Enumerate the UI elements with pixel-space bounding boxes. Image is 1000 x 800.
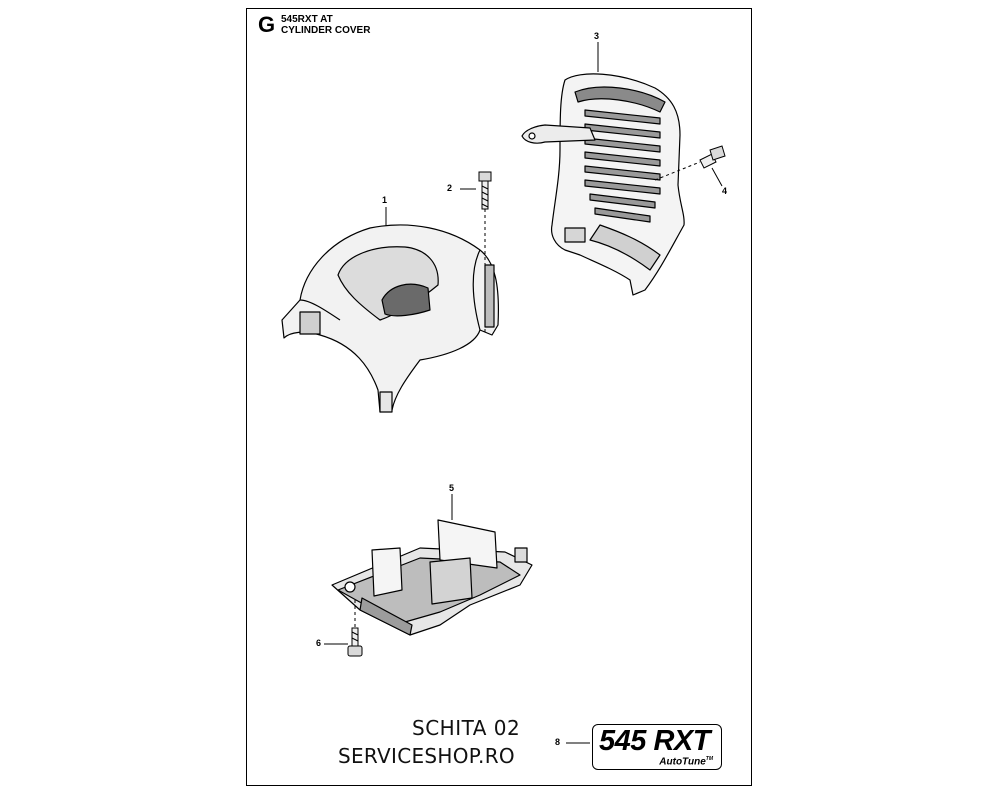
part-1-cylinder-cover	[281, 224, 499, 413]
shroud-cooling-fins	[584, 109, 661, 223]
cover-left-boss	[299, 311, 321, 335]
part-3-cylinder-shroud	[521, 73, 685, 296]
part-2-screw	[478, 171, 492, 335]
leader-lines	[324, 42, 723, 744]
cover-intake-opening	[381, 283, 431, 317]
shop-label: SERVICESHOP.RO	[338, 744, 515, 768]
shroud-mount-hole	[528, 132, 536, 140]
shroud-top-ribs	[574, 86, 666, 113]
part-8-model-decal: 545 RXT AutoTuneTM	[592, 724, 722, 770]
sheet-label: SCHITA 02	[412, 716, 521, 740]
callout-part-8: 8	[555, 737, 561, 747]
plate-fin-center	[429, 557, 473, 605]
shroud-lower-guard	[589, 224, 661, 271]
decal-autotune-text: AutoTuneTM	[659, 756, 713, 767]
plate-fin-right	[437, 519, 498, 569]
shroud-mount-arm	[521, 124, 596, 144]
cover-bottom-tab	[379, 391, 393, 413]
decal-trademark: TM	[705, 755, 713, 762]
callout-part-5: 5	[449, 483, 455, 493]
plate-front-edge	[359, 597, 413, 636]
model-name: 545RXT AT	[281, 14, 333, 25]
callout-part-2: 2	[447, 183, 453, 193]
cover-edge-left	[299, 299, 341, 321]
cover-right-flange	[484, 264, 495, 328]
section-letter: G	[258, 12, 276, 37]
callout-part-1: 1	[382, 195, 388, 205]
part-6-screw	[347, 600, 363, 657]
plate-mount-hole	[344, 581, 356, 593]
diagram-title: CYLINDER COVER	[281, 25, 371, 36]
decal-model-text: 545 RXT	[599, 725, 710, 757]
plate-tab	[514, 547, 528, 563]
shroud-boss	[564, 227, 586, 243]
decal-autotune-label: AutoTune	[659, 756, 706, 767]
leader-line-4	[711, 167, 723, 187]
cover-shell	[281, 224, 499, 413]
diagram-frame	[246, 8, 752, 786]
part-5-bottom-plate	[331, 519, 533, 636]
cover-edge-right	[472, 249, 481, 331]
callout-part-3: 3	[594, 31, 600, 41]
callout-part-6: 6	[316, 638, 322, 648]
callout-part-4: 4	[722, 186, 728, 196]
plate-fin-left	[371, 547, 403, 597]
part-4-screw	[654, 145, 726, 181]
